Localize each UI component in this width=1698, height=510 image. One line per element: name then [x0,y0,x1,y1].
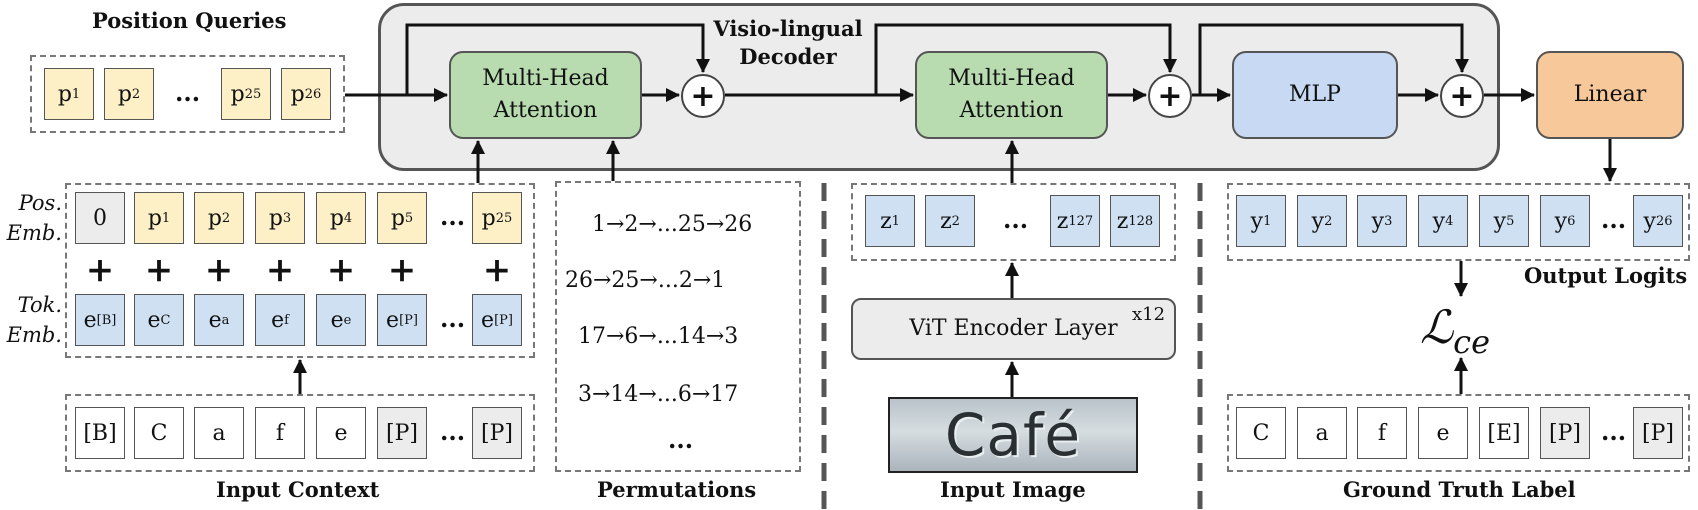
position-queries-label: Position Queries [92,8,287,33]
input-image-label: Input Image [940,477,1086,502]
plus-sign: + [326,250,356,290]
ellipsis: ... [440,202,466,231]
ellipsis: ... [175,78,201,107]
input-token: [B] [75,407,125,459]
plus-sign: + [387,250,417,290]
input-context-label: Input Context [216,477,380,502]
plus-sign: + [204,250,234,290]
input-context-group [65,394,535,472]
linear-block: Linear [1536,51,1684,139]
ellipsis: ... [1003,205,1029,234]
permutation-item: 1→2→...25→26 [592,212,753,237]
residual-add-2: + [1148,74,1192,118]
ellipsis: ... [668,425,694,454]
input-image-text: Café [944,401,1082,469]
ground-truth-token: [E] [1479,407,1529,459]
ellipsis: ... [440,304,466,333]
image-tokens-group [851,183,1176,261]
ground-truth-group [1227,394,1690,472]
ground-truth-token: C [1236,407,1286,459]
ellipsis: ... [1601,205,1627,234]
cross-entropy-loss: ℒce [1420,300,1490,362]
permutation-item: 26→25→...2→1 [565,268,726,293]
arrow-residual-2 [874,23,1177,95]
ellipsis: ... [1601,417,1627,446]
ground-truth-token: [P] [1633,407,1683,459]
residual-add-3: + [1440,74,1484,118]
mlp-block: MLP [1232,51,1398,139]
plus-sign: + [265,250,295,290]
permutation-item: 3→14→...6→17 [578,382,739,407]
plus-sign: + [144,250,174,290]
input-token: [P] [472,407,522,459]
plus-sign: + [482,250,512,290]
plus-sign: + [85,250,115,290]
input-token: a [194,407,244,459]
multi-head-attention-1: Multi-Head Attention [449,51,642,139]
multi-head-attention-2: Multi-Head Attention [915,51,1108,139]
permutation-item: 17→6→...14→3 [578,324,739,349]
embeddings-group [65,183,535,358]
tok-emb-token: e[P] [377,294,427,346]
pos-emb-label: Pos. Emb. [6,191,62,245]
decoder-label: Visio-lingual Decoder [713,16,863,69]
tok-emb-token: e[B] [75,294,125,346]
ground-truth-token: a [1297,407,1347,459]
permutations-label: Permutations [597,477,757,502]
permutations-group [555,181,801,472]
ground-truth-token: [P] [1540,407,1590,459]
arrow-residual-1 [405,23,710,95]
position-queries-group [30,55,345,133]
input-token: e [316,407,366,459]
ground-truth-token: e [1418,407,1468,459]
output-logits-group [1227,183,1690,261]
output-logits-label: Output Logits [1524,263,1688,288]
input-token: f [255,407,305,459]
input-token: C [134,407,184,459]
input-image: Café [888,397,1138,473]
arrow-residual-3 [1198,23,1469,95]
input-token: [P] [377,407,427,459]
vit-encoder-layer: ViT Encoder Layer [851,298,1176,360]
vit-repeat-count: x12 [1132,304,1166,325]
ground-truth-token: f [1357,407,1407,459]
ground-truth-label: Ground Truth Label [1343,477,1576,502]
tok-emb-token: e[P] [472,294,522,346]
residual-add-1: + [681,74,725,118]
pos-emb-token: 0 [75,192,125,244]
tok-emb-label: Tok. Emb. [6,293,62,347]
ellipsis: ... [440,417,466,446]
